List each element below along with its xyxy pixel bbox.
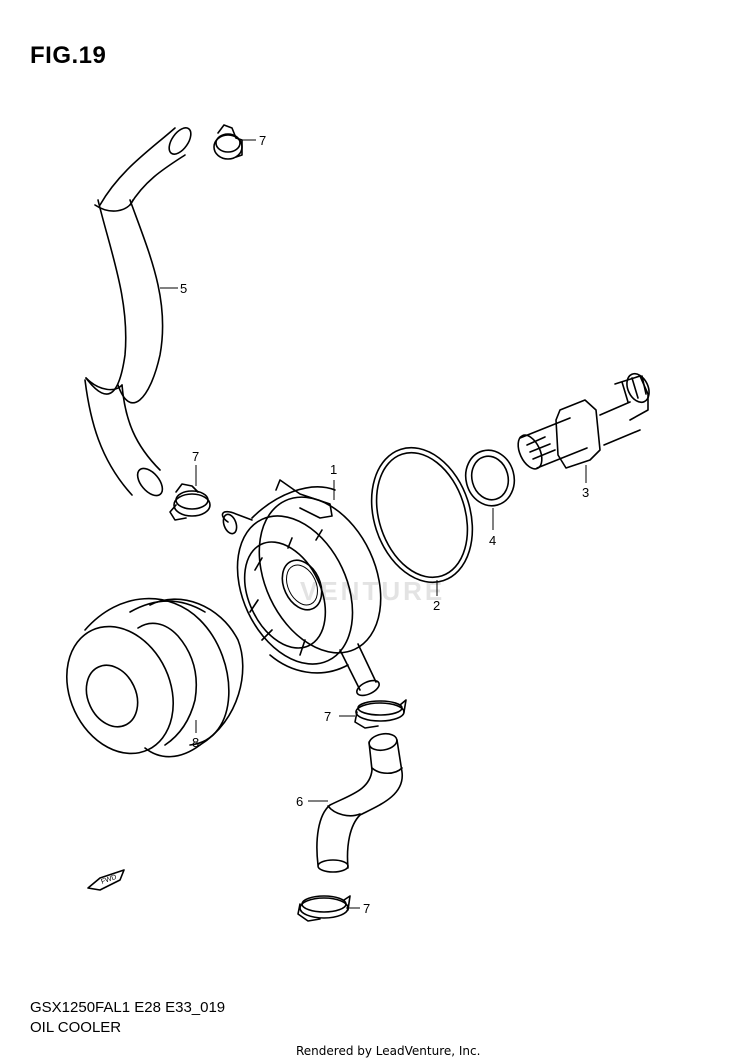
callout-5: 5 xyxy=(180,281,187,296)
gasket-washer[interactable] xyxy=(460,445,521,512)
callout-6: 6 xyxy=(296,794,303,809)
callout-8: 8 xyxy=(192,735,199,750)
hose-clamp-top[interactable] xyxy=(213,124,243,160)
fwd-label: FWD xyxy=(100,874,117,886)
callout-1: 1 xyxy=(330,462,337,477)
union-bolt[interactable] xyxy=(513,370,653,472)
section-name: OIL COOLER xyxy=(30,1019,122,1036)
callout-7-lower: 7 xyxy=(324,709,331,724)
callout-3: 3 xyxy=(582,485,589,500)
callout-7-top: 7 xyxy=(259,133,266,148)
callout-2: 2 xyxy=(433,598,440,613)
callout-7-middle: 7 xyxy=(192,449,199,464)
forward-direction-indicator: FWD xyxy=(87,869,125,891)
render-credit: Rendered by LeadVenture, Inc. xyxy=(296,1044,481,1058)
oil-cooler-body[interactable] xyxy=(215,477,405,698)
figure-title: FIG.19 xyxy=(30,42,107,69)
callout-4: 4 xyxy=(489,533,496,548)
model-code: GSX1250FAL1 E28 E33_019 xyxy=(30,999,226,1016)
upper-hose[interactable] xyxy=(84,124,195,500)
callout-7-bottom: 7 xyxy=(363,901,370,916)
o-ring-large[interactable] xyxy=(355,435,489,596)
hose-clamp-bottom[interactable] xyxy=(297,895,351,922)
oil-filter[interactable] xyxy=(47,597,244,771)
hose-clamp-middle[interactable] xyxy=(169,483,211,521)
hose-clamp-lower[interactable] xyxy=(354,699,407,729)
lower-hose[interactable] xyxy=(316,732,403,873)
